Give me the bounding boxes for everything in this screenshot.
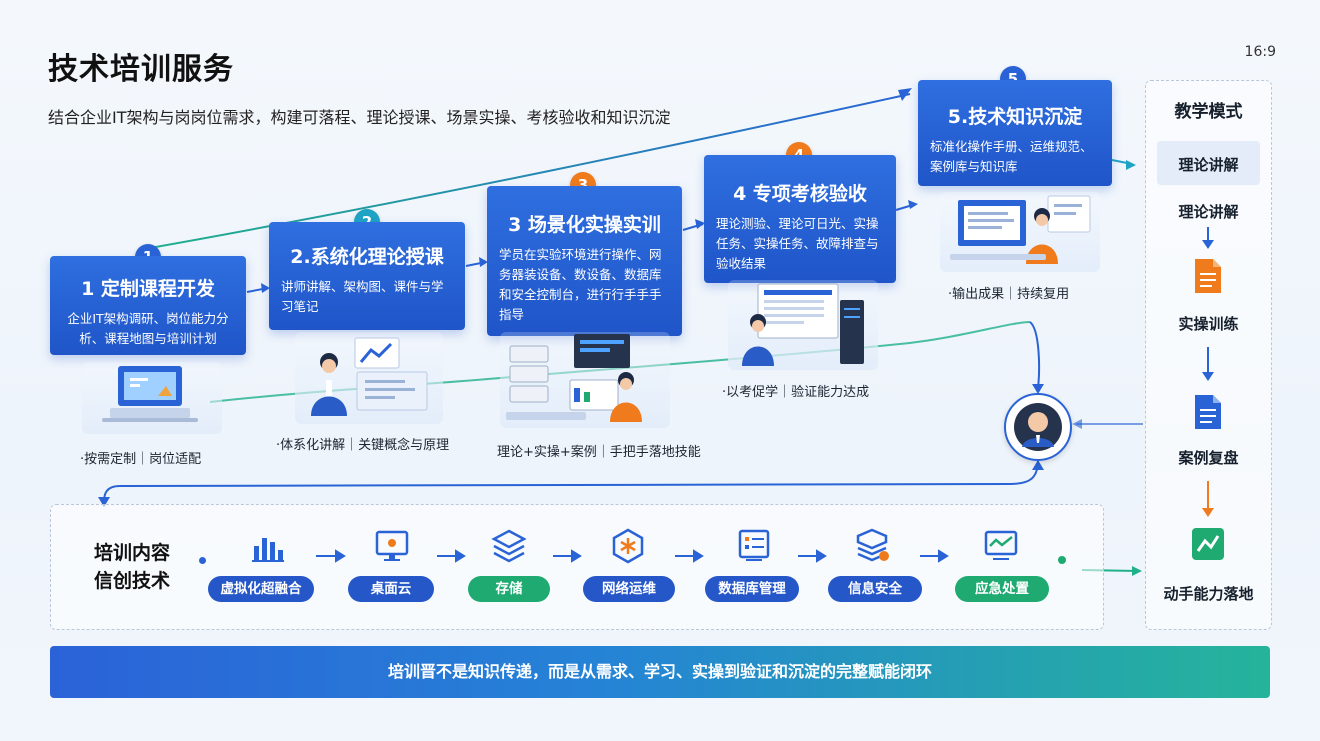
step-5-desc: 标准化操作手册、运维规范、案例库与知识库 [930, 139, 1093, 174]
teaching-mode-highlight [1157, 141, 1260, 185]
step-4-card: 4 专项考核验收 理论测验、理论可日光、实操任务、实操任务、故障排查与验收结果 [704, 155, 896, 283]
arrow-1-2-head [261, 283, 270, 293]
teaching-mode-item-3: 实操训练 [1178, 315, 1239, 333]
content-end-dot [1058, 556, 1066, 564]
lab-servers-icon [506, 334, 642, 422]
content-tag-emergency: 应急处置 [955, 576, 1049, 602]
arrow-3-4-head [695, 219, 705, 229]
step-2-title: 2.系统化理论授课 [290, 246, 444, 268]
content-tag-info-security: 信息安全 [828, 576, 922, 602]
teaching-mode-item-5: 动手能力落地 [1163, 585, 1254, 603]
emergency-monitor-icon [984, 530, 1018, 560]
step-4-desc: 理论测验、理论可日光、实操任务、实操任务、故障排查与验收结果 [716, 216, 879, 271]
content-to-sidebar-head [1132, 566, 1142, 576]
page-title: 技术培训服务 [48, 52, 234, 87]
step-1-title: 1 定制课程开发 [81, 278, 215, 300]
arrow-to-sidebar-top-head [1126, 160, 1136, 170]
step-5-illustration [940, 192, 1100, 272]
return-loop-up-head [1032, 460, 1044, 470]
teaching-mode-item-2: 理论讲解 [1178, 203, 1239, 221]
content-start-dot [199, 557, 206, 564]
step-2-card: 2.系统化理论授课 讲师讲解、架构图、课件与学习笔记 [269, 222, 465, 330]
teaching-mode-item-1: 理论讲解 [1178, 156, 1239, 174]
step-1-illustration [82, 362, 222, 434]
training-content-panel [50, 504, 1104, 630]
document-icon [1195, 259, 1221, 293]
hands-on-icon [1192, 528, 1224, 560]
down-arrow-icon [1202, 227, 1214, 249]
case-file-icon [1195, 395, 1221, 429]
laptop-icon [102, 366, 198, 422]
step-3-desc: 学员在实验环境进行操作、网务器装设备、数设备、数据库和安全控制台，进行行手手手指… [499, 247, 662, 322]
step-3-card: 3 场景化实操实训 学员在实验环境进行操作、网务器装设备、数设备、数据库和安全控… [487, 186, 682, 336]
step-3-title: 3 场景化实操实训 [508, 214, 661, 236]
person-icon [1014, 403, 1062, 451]
knowledge-base-icon [950, 195, 1091, 264]
security-server-icon [856, 528, 889, 562]
step-1-desc: 企业IT架构调研、岗位能力分析、课程地图与培训计划 [67, 311, 229, 346]
training-content-title: 培训内容 信创技术 [80, 540, 170, 595]
virtualization-chart-icon [252, 538, 284, 562]
step-1-card: 1 定制课程开发 企业IT架构调研、岗位能力分析、课程地图与培训计划 [50, 256, 246, 355]
content-tag-storage: 存储 [468, 576, 550, 602]
return-loop-head [98, 497, 110, 507]
content-tag-network-ops: 网络运维 [583, 576, 675, 602]
aspect-ratio-label: 16:9 [1244, 44, 1276, 60]
down-arrow-icon [1202, 347, 1214, 381]
trainer-avatar [1004, 393, 1072, 461]
loop-down-head [1032, 384, 1044, 394]
step-3-caption: 理论+实操+案例｜手把手落地技能 [497, 445, 701, 460]
content-tag-virtualization: 虚拟化超融合 [208, 576, 314, 602]
content-tag-desktop-cloud: 桌面云 [348, 576, 434, 602]
page-subtitle: 结合企业IT架构与岗岗位需求，构建可落程、理论授课、场景实操、考核验收和知识沉淀 [48, 108, 671, 127]
lecturer-whiteboard-icon [311, 337, 428, 416]
return-loop-line [103, 459, 1039, 503]
rising-trend-line [149, 93, 911, 249]
database-list-icon [738, 529, 770, 561]
loop-down-line [1029, 321, 1041, 389]
step-4-caption: ·以考促学｜验证能力达成 [722, 385, 870, 400]
step-1-caption: ·按需定制｜岗位适配 [80, 452, 202, 467]
step-5-title: 5.技术知识沉淀 [947, 106, 1083, 128]
teaching-mode-item-4: 案例复盘 [1178, 449, 1239, 467]
step-5-card: 5.技术知识沉淀 标准化操作手册、运维规范、案例库与知识库 [918, 80, 1112, 186]
training-content-title-line1: 培训内容 [94, 542, 171, 564]
step-3-illustration [500, 332, 670, 428]
step-4-illustration [728, 280, 878, 370]
exam-workstation-icon [742, 283, 864, 366]
teaching-mode-panel: 教学模式 理论讲解 理论讲解 实操训练 案例复盘 动手能力落地 [1145, 80, 1272, 630]
down-arrow-icon [1202, 481, 1214, 517]
summary-banner: 培训晋不是知识传递，而是从需求、学习、实操到验证和沉淀的完整赋能闭环 [50, 646, 1270, 698]
sidebar-to-avatar-head [1072, 419, 1082, 429]
content-flow-arrows [316, 549, 949, 563]
step-5-caption: ·输出成果｜持续复用 [948, 287, 1070, 302]
step-4-title: 4 专项考核验收 [733, 183, 867, 205]
step-2-illustration [295, 332, 443, 424]
network-hexagon-icon [612, 528, 644, 564]
desktop-monitor-icon [375, 530, 409, 561]
arrow-4-5-head [908, 200, 918, 209]
storage-layers-icon [491, 529, 527, 563]
content-tag-database: 数据库管理 [705, 576, 799, 602]
arrow-2-3-head [479, 257, 488, 267]
rising-trend-arrowhead [898, 88, 912, 101]
step-2-desc: 讲师讲解、架构图、课件与学习笔记 [281, 279, 444, 314]
training-content-title-line2: 信创技术 [94, 569, 171, 592]
teaching-mode-title: 教学模式 [1174, 102, 1243, 122]
step-2-caption: ·体系化讲解｜关键概念与原理 [276, 438, 450, 453]
